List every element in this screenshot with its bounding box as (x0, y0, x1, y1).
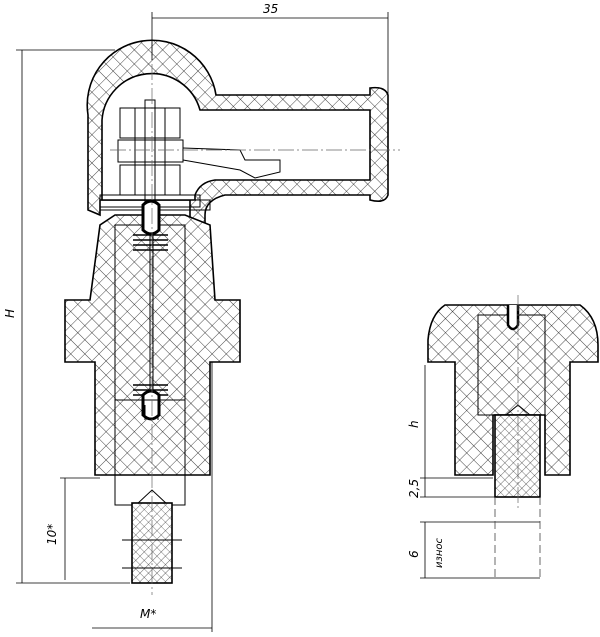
insulator-body (64, 40, 400, 595)
cap (86, 39, 389, 227)
dim-M: M* (140, 607, 156, 621)
dim-6: 6 (407, 550, 421, 558)
wear-label: износ (434, 538, 445, 568)
dim-35: 35 (263, 2, 278, 16)
detail-view: h 2,5 6 износ (407, 295, 599, 579)
nut-assembly (117, 99, 281, 209)
dim-h: h (407, 420, 421, 428)
dim-10: 10* (45, 524, 59, 545)
dim-H: H (3, 309, 17, 318)
dimensions-main: 35 H 10* M* (3, 2, 389, 632)
detail-electrode (494, 414, 541, 498)
dim-2-5: 2,5 (407, 479, 421, 498)
